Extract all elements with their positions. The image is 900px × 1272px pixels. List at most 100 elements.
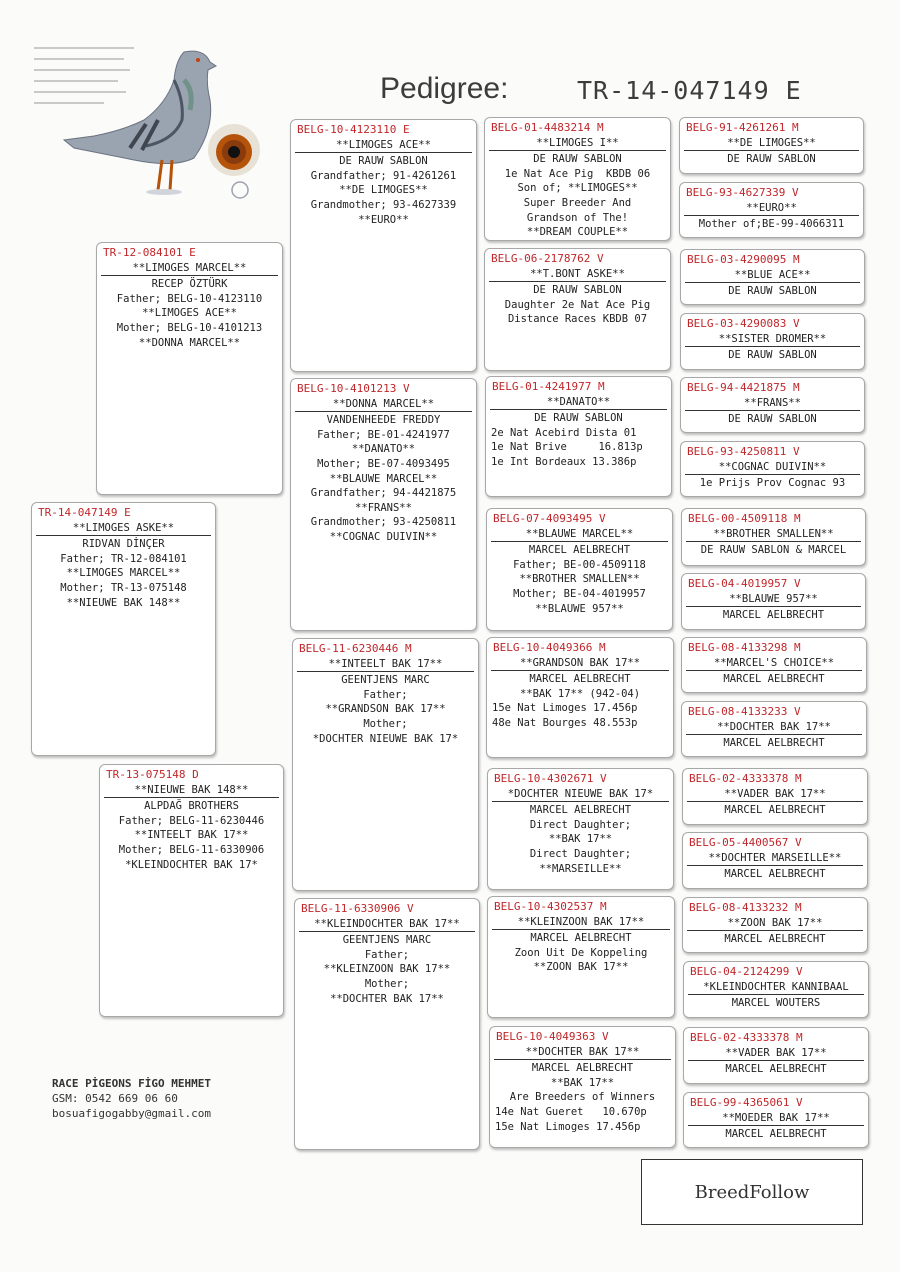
pigeon-name: **SISTER DROMER** <box>685 332 860 348</box>
owner-email[interactable]: bosuafigogabby@gmail.com <box>52 1106 211 1121</box>
pedigree-line: Mother of;BE-99-4066311 <box>683 217 860 232</box>
gg-card-3[interactable]: BELG-01-4241977 M**DANATO**DE RAUW SABLO… <box>485 376 672 497</box>
pedigree-line: Mother; BE-07-4093495 <box>294 457 473 472</box>
pedigree-line: Mother; BE-04-4019957 <box>490 587 669 602</box>
ring-number: BELG-10-4302537 M <box>491 900 671 915</box>
ggg-card-4[interactable]: BELG-03-4290083 V**SISTER DROMER**DE RAU… <box>680 313 865 370</box>
pedigree-line: **DE LIMOGES** <box>294 183 473 198</box>
pigeon-name: **DOCHTER MARSEILLE** <box>687 851 863 867</box>
ggg-card-8[interactable]: BELG-04-4019957 V**BLAUWE 957**MARCEL AE… <box>681 573 866 630</box>
pedigree-line: Grandmother; 93-4627339 <box>294 198 473 213</box>
ring-number: BELG-99-4365061 V <box>687 1096 865 1111</box>
ggg-card-5[interactable]: BELG-94-4421875 M**FRANS**DE RAUW SABLON <box>680 377 865 433</box>
gg-card-1[interactable]: BELG-01-4483214 M**LIMOGES I**DE RAUW SA… <box>484 117 671 241</box>
pedigree-line: Mother; TR-13-075148 <box>35 581 212 596</box>
ggg-card-14[interactable]: BELG-04-2124299 V*KLEINDOCHTER KANNIBAAL… <box>683 961 869 1018</box>
pedigree-line: VANDENHEEDE FREDDY <box>294 413 473 428</box>
grandsire-paternal-card[interactable]: BELG-10-4123110 E**LIMOGES ACE**DE RAUW … <box>290 119 477 372</box>
gg-card-2[interactable]: BELG-06-2178762 V**T.BONT ASKE**DE RAUW … <box>484 248 671 371</box>
ggg-card-2[interactable]: BELG-93-4627339 V**EURO**Mother of;BE-99… <box>679 182 864 238</box>
pedigree-line: Mother; BELG-10-4101213 <box>100 321 279 336</box>
pedigree-line: MARCEL AELBRECHT <box>493 1061 672 1076</box>
pigeon-name: **BLAUWE 957** <box>686 592 861 608</box>
ring-number: BELG-11-6330906 V <box>298 902 476 917</box>
pedigree-line: **BAK 17** <box>493 1076 672 1091</box>
subject-card[interactable]: TR-14-047149 E**LIMOGES ASKE**RIDVAN DİN… <box>31 502 216 756</box>
race-result-line: 15e Nat Limoges 17.456p <box>493 1120 672 1135</box>
ggg-card-10[interactable]: BELG-08-4133233 V**DOCHTER BAK 17**MARCE… <box>681 701 867 757</box>
pedigree-line: Direct Daughter; <box>491 818 670 833</box>
dam-card[interactable]: TR-13-075148 D**NIEUWE BAK 148**ALPDAĞ B… <box>99 764 284 1017</box>
ring-number: TR-12-084101 E <box>100 246 279 261</box>
pedigree-line: Distance Races KBDB 07 <box>488 312 667 327</box>
sire-card[interactable]: TR-12-084101 E**LIMOGES MARCEL**RECEP ÖZ… <box>96 242 283 495</box>
granddam-maternal-card[interactable]: BELG-11-6330906 V**KLEINDOCHTER BAK 17**… <box>294 898 480 1150</box>
ggg-card-15[interactable]: BELG-02-4333378 M**VADER BAK 17**MARCEL … <box>683 1027 869 1084</box>
pedigree-line: Grandfather; 94-4421875 <box>294 486 473 501</box>
ggg-card-9[interactable]: BELG-08-4133298 M**MARCEL'S CHOICE**MARC… <box>681 637 867 693</box>
ring-number: TR-13-075148 D <box>103 768 280 783</box>
ggg-card-11[interactable]: BELG-02-4333378 M**VADER BAK 17**MARCEL … <box>682 768 868 825</box>
pedigree-line: Grandson of The! <box>488 211 667 226</box>
pedigree-line: Father; BELG-10-4123110 <box>100 292 279 307</box>
ring-number: BELG-01-4241977 M <box>489 380 668 395</box>
pedigree-line: **MARSEILLE** <box>491 862 670 877</box>
pigeon-name: **LIMOGES I** <box>489 136 666 152</box>
ggg-card-6[interactable]: BELG-93-4250811 V**COGNAC DUIVIN**1e Pri… <box>680 441 865 497</box>
race-result-line: 1e Nat Brive 16.813p <box>489 440 668 455</box>
ring-number: BELG-93-4627339 V <box>683 186 860 201</box>
pigeon-name: **DANATO** <box>490 395 667 411</box>
pedigree-line: DE RAUW SABLON <box>294 154 473 169</box>
gg-card-7[interactable]: BELG-10-4302537 M**KLEINZOON BAK 17**MAR… <box>487 896 675 1018</box>
pedigree-line: **INTEELT BAK 17** <box>103 828 280 843</box>
pedigree-line: **DANATO** <box>294 442 473 457</box>
pigeon-name: **COGNAC DUIVIN** <box>685 460 860 476</box>
pedigree-line: **GRANDSON BAK 17** <box>296 702 475 717</box>
pedigree-line: **BLAUWE 957** <box>490 602 669 617</box>
pedigree-line: Super Breeder And <box>488 196 667 211</box>
pigeon-name: **FRANS** <box>685 396 860 412</box>
pigeon-name: **BLUE ACE** <box>685 268 860 284</box>
pedigree-line: DE RAUW SABLON <box>684 284 861 299</box>
ggg-card-12[interactable]: BELG-05-4400567 V**DOCHTER MARSEILLE**MA… <box>682 832 868 889</box>
ring-number: BELG-04-4019957 V <box>685 577 862 592</box>
gg-card-5[interactable]: BELG-10-4049366 M**GRANDSON BAK 17**MARC… <box>486 637 674 758</box>
ggg-card-3[interactable]: BELG-03-4290095 M**BLUE ACE**DE RAUW SAB… <box>680 249 865 305</box>
pedigree-line: DE RAUW SABLON <box>488 283 667 298</box>
logo-area <box>34 40 264 200</box>
pedigree-line: Daughter 2e Nat Ace Pig <box>488 298 667 313</box>
race-result-line: 14e Nat Gueret 10.670p <box>493 1105 672 1120</box>
owner-phone: GSM: 0542 669 06 60 <box>52 1091 211 1106</box>
gg-card-6[interactable]: BELG-10-4302671 V*DOCHTER NIEUWE BAK 17*… <box>487 768 674 890</box>
pigeon-name: **KLEINZOON BAK 17** <box>492 915 670 931</box>
ring-number: BELG-10-4049363 V <box>493 1030 672 1045</box>
ggg-card-13[interactable]: BELG-08-4133232 M**ZOON BAK 17**MARCEL A… <box>682 897 868 953</box>
ggg-card-16[interactable]: BELG-99-4365061 V**MOEDER BAK 17**MARCEL… <box>683 1092 869 1148</box>
owner-name: RACE PİGEONS FİGO MEHMET <box>52 1076 211 1091</box>
pigeon-name: **VADER BAK 17** <box>688 1046 864 1062</box>
pedigree-line: MARCEL AELBRECHT <box>490 672 670 687</box>
pedigree-line: DE RAUW SABLON <box>684 412 861 427</box>
pedigree-line: Are Breeders of Winners <box>493 1090 672 1105</box>
race-result-line: 15e Nat Limoges 17.456p <box>490 701 670 716</box>
page-title: Pedigree: <box>380 72 508 106</box>
grandsire-maternal-card[interactable]: BELG-11-6230446 M**INTEELT BAK 17**GEENT… <box>292 638 479 891</box>
pigeon-photo <box>34 40 264 200</box>
pedigree-line: **BROTHER SMALLEN** <box>490 572 669 587</box>
pedigree-line: *DOCHTER NIEUWE BAK 17* <box>296 732 475 747</box>
gg-card-8[interactable]: BELG-10-4049363 V**DOCHTER BAK 17**MARCE… <box>489 1026 676 1148</box>
pigeon-name: **BLAUWE MARCEL** <box>491 527 668 543</box>
granddam-paternal-card[interactable]: BELG-10-4101213 V**DONNA MARCEL**VANDENH… <box>290 378 477 631</box>
ring-number: BELG-06-2178762 V <box>488 252 667 267</box>
pedigree-line: RECEP ÖZTÜRK <box>100 277 279 292</box>
pigeon-name: **NIEUWE BAK 148** <box>104 783 279 799</box>
pedigree-line: **COGNAC DUIVIN** <box>294 530 473 545</box>
ggg-card-7[interactable]: BELG-00-4509118 M**BROTHER SMALLEN**DE R… <box>681 508 866 566</box>
pigeon-name: *DOCHTER NIEUWE BAK 17* <box>492 787 669 803</box>
pedigree-line: **LIMOGES MARCEL** <box>35 566 212 581</box>
gg-card-4[interactable]: BELG-07-4093495 V**BLAUWE MARCEL**MARCEL… <box>486 508 673 631</box>
ggg-card-1[interactable]: BELG-91-4261261 M**DE LIMOGES**DE RAUW S… <box>679 117 864 174</box>
pedigree-line: **EURO** <box>294 213 473 228</box>
pedigree-line: Mother; <box>296 717 475 732</box>
breedfollow-logo[interactable]: BreedFollow <box>641 1159 863 1225</box>
